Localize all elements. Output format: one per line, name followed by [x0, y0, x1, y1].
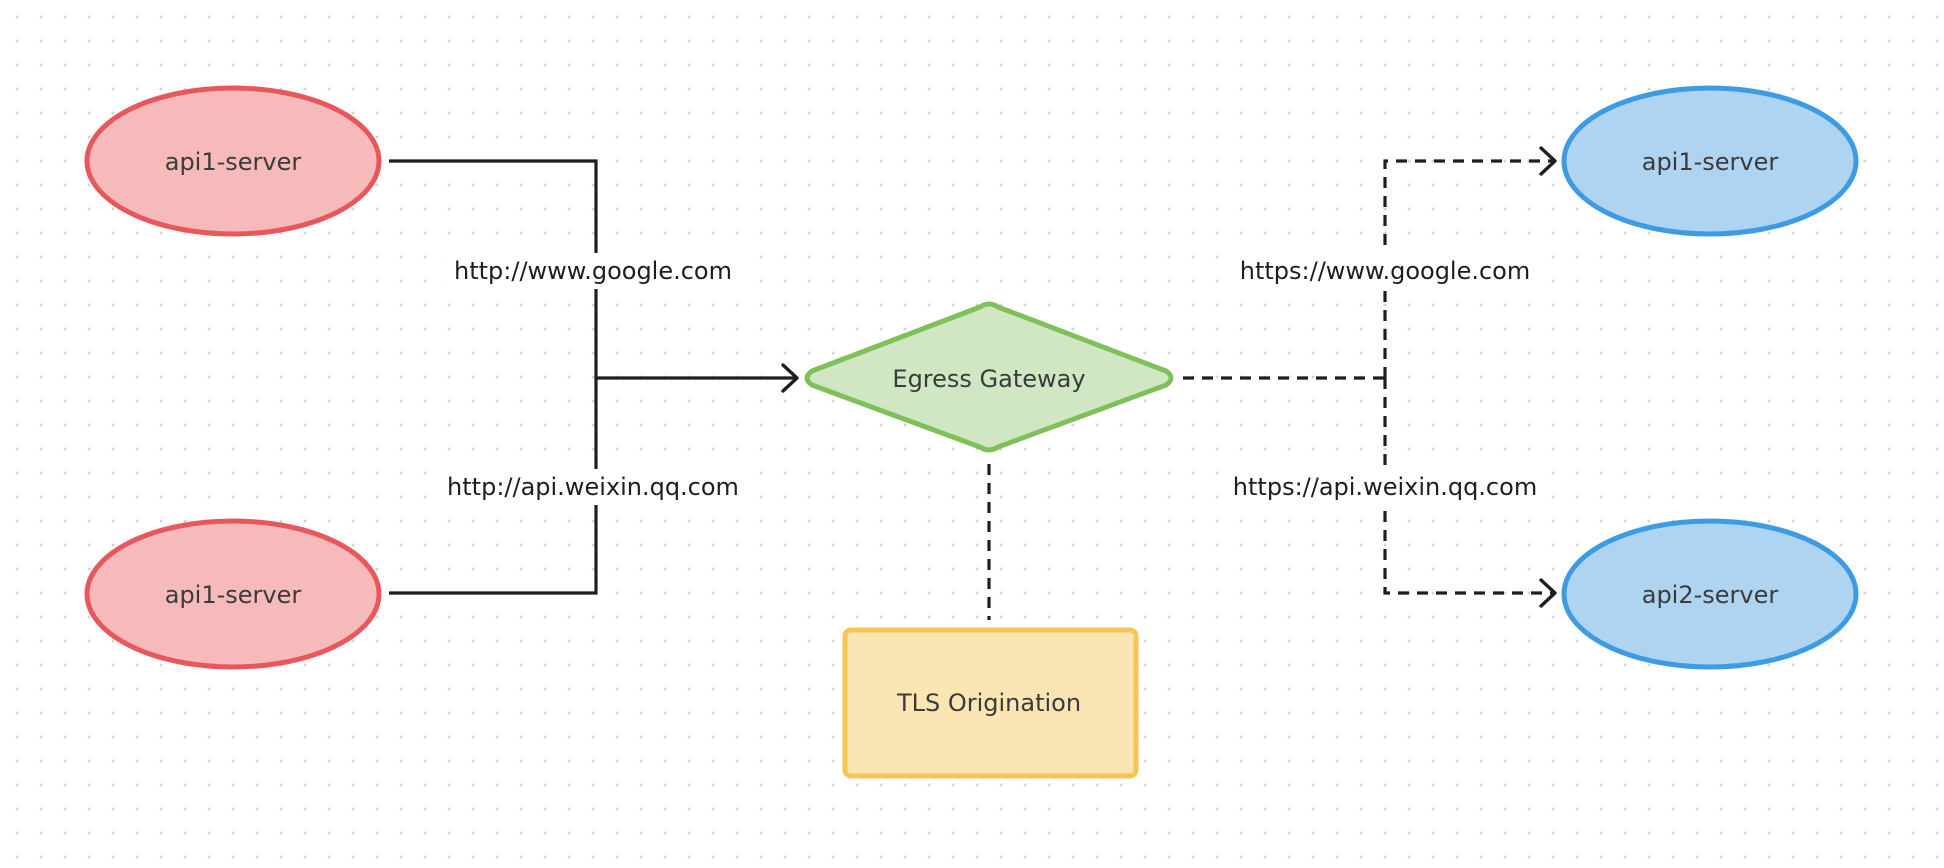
edge-label-http-weixin: http://api.weixin.qq.com — [442, 469, 746, 505]
edge-label-http-google: http://www.google.com — [448, 253, 744, 289]
node-egress-gateway-shape — [804, 301, 1174, 453]
node-client-top-label: api1-server — [165, 148, 302, 176]
arrowhead-gateway — [781, 363, 799, 393]
node-server-top-label: api1-server — [1642, 148, 1779, 176]
edge-label-https-weixin: https://api.weixin.qq.com — [1226, 469, 1544, 505]
node-client-bottom[interactable]: api1-server — [84, 518, 382, 670]
node-tls-origination-shape — [842, 627, 1139, 779]
node-tls-origination[interactable]: TLS Origination — [842, 627, 1139, 779]
edge-http-weixin-line — [389, 378, 598, 595]
edge-label-https-google: https://www.google.com — [1234, 253, 1538, 289]
node-client-top-shape — [84, 85, 382, 237]
node-server-top-shape — [1561, 85, 1859, 237]
node-server-bottom-label: api2-server — [1642, 581, 1779, 609]
arrowhead-server-bottom — [1539, 578, 1557, 608]
edge-label-http-weixin-text: http://api.weixin.qq.com — [447, 473, 739, 501]
node-egress-gateway-label: Egress Gateway — [892, 365, 1085, 393]
node-tls-origination-label: TLS Origination — [896, 689, 1081, 717]
edge-http-google — [389, 159, 598, 378]
node-client-bottom-shape — [84, 518, 382, 670]
node-server-bottom-shape — [1561, 518, 1859, 670]
edge-label-https-weixin-text: https://api.weixin.qq.com — [1233, 473, 1537, 501]
node-egress-gateway[interactable]: Egress Gateway — [804, 301, 1174, 453]
edge-http-google-line — [389, 159, 598, 378]
edge-https-weixin — [1383, 378, 1557, 608]
edge-https-google — [1383, 146, 1557, 378]
edge-label-http-google-text: http://www.google.com — [454, 257, 732, 285]
node-client-bottom-label: api1-server — [165, 581, 302, 609]
edge-https-google-line — [1383, 159, 1553, 378]
edge-merge-to-gateway — [596, 363, 799, 393]
edge-https-weixin-line — [1383, 378, 1553, 595]
node-client-top[interactable]: api1-server — [84, 85, 382, 237]
edge-label-https-google-text: https://www.google.com — [1240, 257, 1531, 285]
arrowhead-server-top — [1539, 146, 1557, 176]
edge-http-weixin — [389, 378, 598, 595]
node-server-bottom[interactable]: api2-server — [1561, 518, 1859, 670]
node-server-top[interactable]: api1-server — [1561, 85, 1859, 237]
